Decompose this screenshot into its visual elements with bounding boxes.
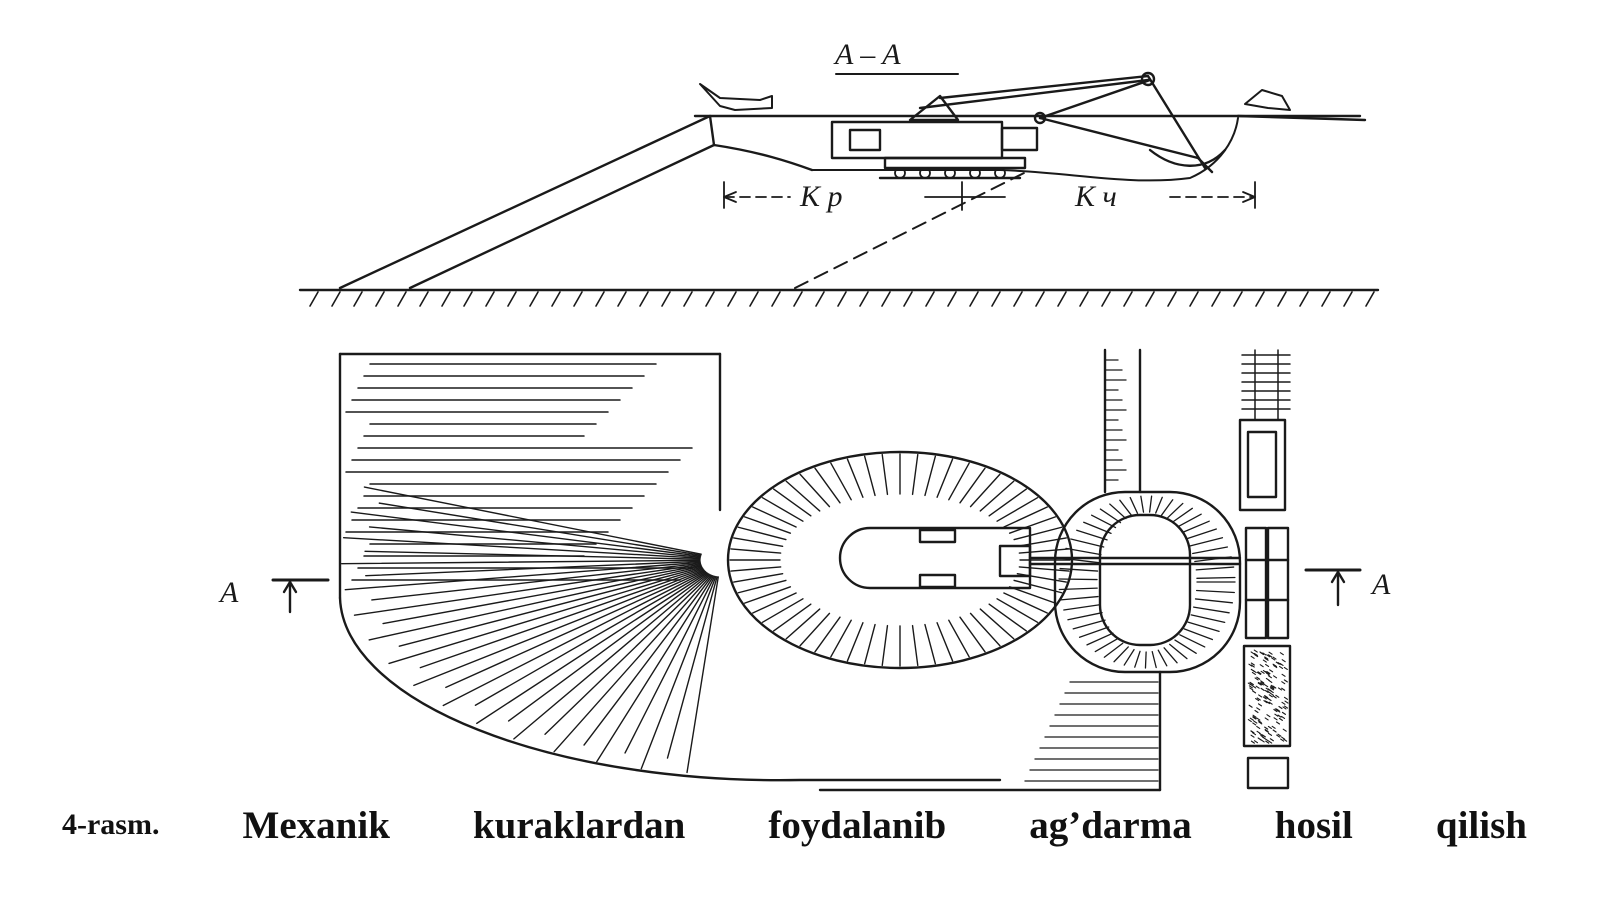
spoil-fan (338, 486, 1002, 782)
vertical-strip (818, 348, 1162, 792)
section-marker-left-label: A (218, 576, 239, 609)
dimension-line (723, 181, 1256, 211)
caption-word: ag’darma (1029, 803, 1192, 847)
caption-word: foydalanib (768, 803, 947, 847)
working-oval (1053, 490, 1242, 674)
section-marker-right (1304, 568, 1362, 607)
excavator-side (830, 71, 1227, 180)
caption-word: hosil (1274, 803, 1353, 847)
dimension-label-right: K ч (1074, 180, 1117, 213)
spoil-heap (338, 114, 814, 290)
excavation-ring (726, 450, 1074, 670)
plan-view: A A (218, 348, 1391, 792)
section-label: A – A (833, 38, 901, 71)
figure-caption: 4-rasm. Mexanik kuraklardan foydalanib a… (62, 790, 1527, 860)
section-marker-left (271, 578, 330, 614)
caption-word: qilish (1435, 803, 1527, 847)
rail-transport (1238, 349, 1292, 790)
ground-hatching (298, 288, 1380, 307)
caption-number: 4-rasm. (62, 808, 160, 841)
excavator-plan (918, 528, 1242, 589)
caption-word: Mexanik (242, 803, 390, 847)
caption-word: kuraklardan (472, 803, 686, 847)
section-marker-right-label: A (1370, 568, 1391, 601)
dimension-label-left: K p (799, 180, 843, 213)
section-a-a-view: A – A (298, 38, 1380, 307)
